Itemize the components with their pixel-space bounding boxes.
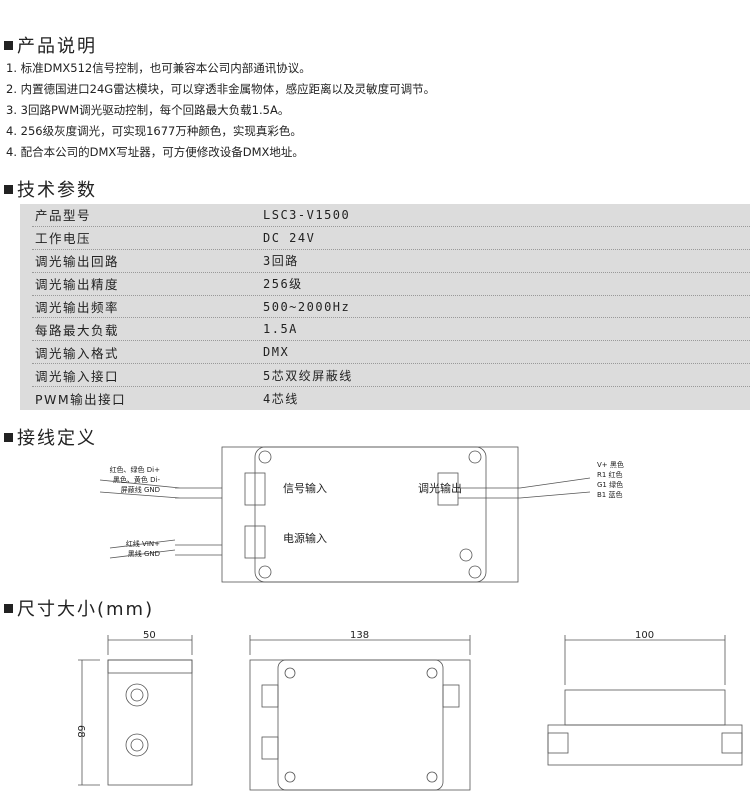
dim-output-label: 调光输出 [418,481,462,495]
dimension-drawings: 50 68 138 100 [75,630,743,791]
wire-label: 红色、绿色 Di+ [110,465,161,474]
section-intro-heading: 产品说明 [4,32,97,58]
intro-list: 1. 标准DMX512信号控制，也可兼容本公司内部通讯协议。 2. 内置德国进口… [6,58,435,163]
wire-label: V+ 黑色 [597,460,624,469]
screw-icon [258,450,482,579]
power-input-label: 电源输入 [283,531,327,545]
list-item: 4. 256级灰度调光，可实现1677万种颜色，实现真彩色。 [6,124,302,138]
wire-label: 屏蔽线 GND [121,485,160,494]
wire-label: B1 蓝色 [597,490,622,499]
signal-input-label: 信号输入 [283,481,327,495]
dim-width-top: 138 [350,630,369,641]
section-specs-heading: 技术参数 [4,176,97,202]
wire-label: G1 绿色 [597,480,623,489]
dim-height: 68 [75,725,86,738]
wire-label: 黑色、黄色 Di- [113,475,161,484]
list-item: 2. 内置德国进口24G雷达模块，可以穿透非金属物体，感应距离以及灵敏度可调节。 [6,82,436,96]
wire-label: 红线 VIN+ [126,539,160,548]
dim-width-front: 50 [143,630,156,641]
list-item: 1. 标准DMX512信号控制，也可兼容本公司内部通讯协议。 [6,61,311,75]
wire-label: R1 红色 [597,470,623,479]
list-item: 4. 配合本公司的DMX写址器，可方便修改设备DMX地址。 [6,145,304,159]
section-wiring-heading: 接线定义 [4,424,97,450]
section-size-heading: 尺寸大小(mm) [4,595,154,621]
dim-width-side: 100 [635,630,654,641]
list-item: 3. 3回路PWM调光驱动控制，每个回路最大负载1.5A。 [6,103,290,117]
wiring-diagram: 信号输入 调光输出 电源输入 红色、绿色 Di+ 黑色、黄色 Di- 屏蔽线 G… [99,446,624,583]
wire-label: 黑线 GND [128,549,160,558]
